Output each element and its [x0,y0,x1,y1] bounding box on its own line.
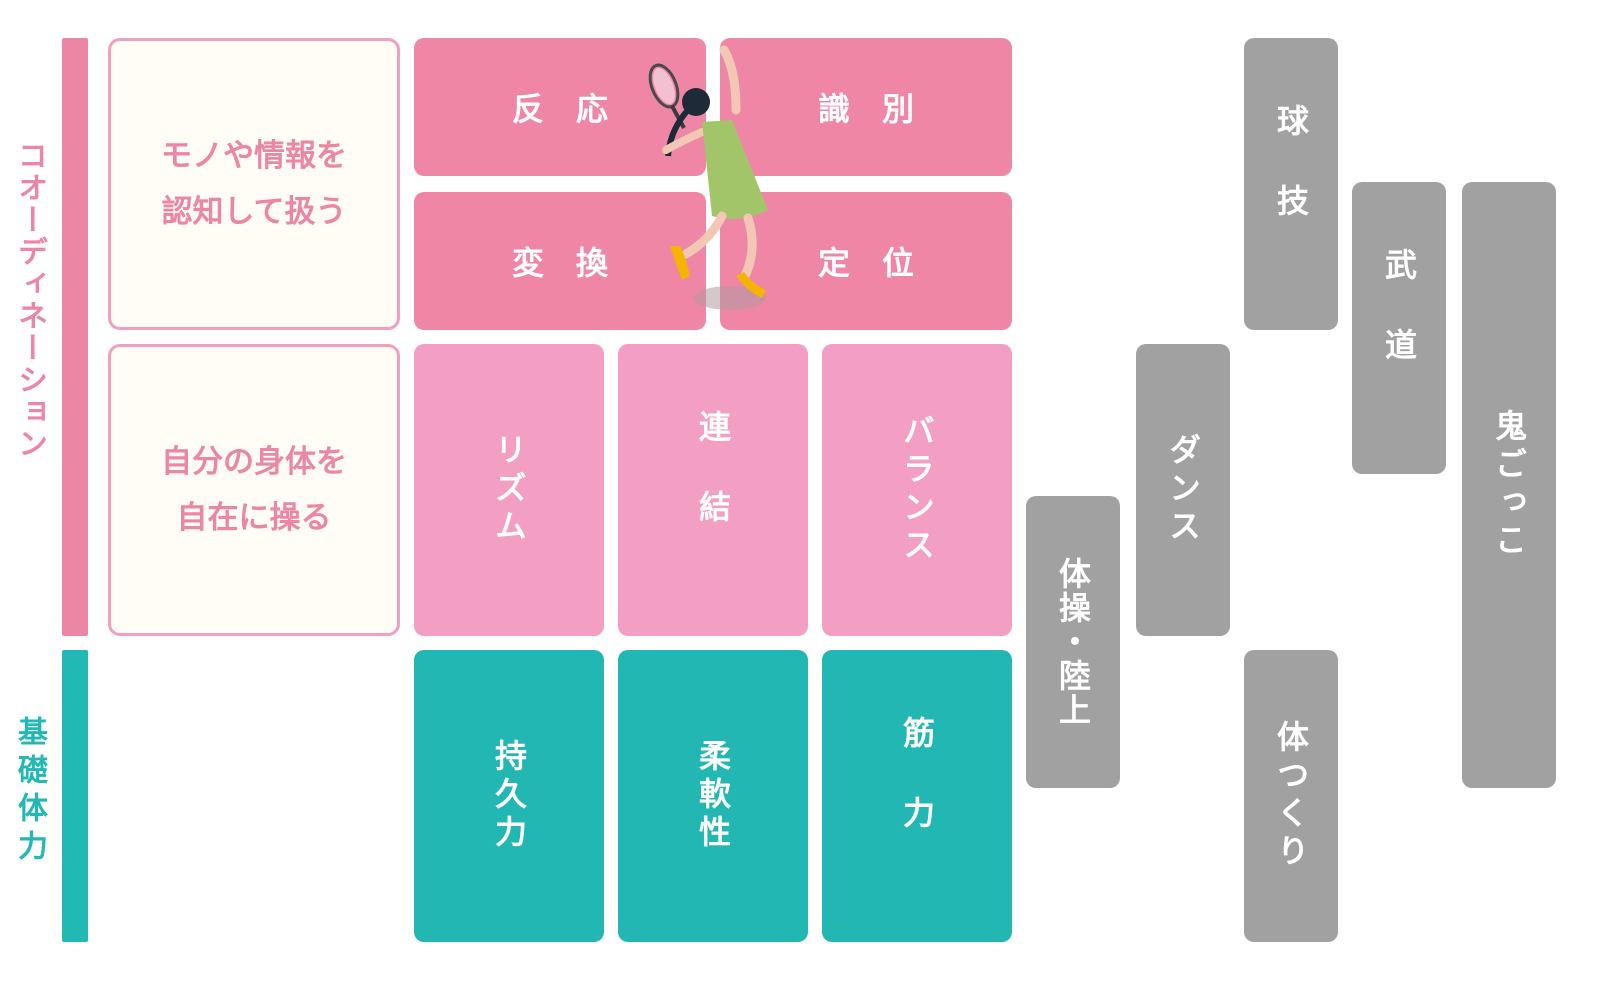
tile-rhythm[interactable]: リズム [414,344,604,636]
tile-flexibility[interactable]: 柔軟性 [618,650,808,942]
category-info-box: モノや情報を 認知して扱う [108,38,400,330]
coordination-label: コオーディネーション [12,140,47,460]
activity-martial-arts-label: 武道 [1380,248,1418,408]
activity-gymnastics[interactable]: 体操・陸上 [1026,496,1120,788]
tile-endurance-label: 持久力 [490,739,528,853]
tile-strength-label: 筋力 [898,716,936,876]
tile-strength[interactable]: 筋力 [822,650,1012,942]
tile-reaction-label: 反応 [511,90,640,128]
tile-linking[interactable]: 連結 [618,344,808,636]
tile-identification[interactable]: 識別 [720,38,1012,176]
activity-tag[interactable]: 鬼ごっこ [1462,182,1556,788]
tile-linking-label: 連結 [694,410,732,570]
basic-fitness-bar [62,650,88,942]
activity-dance[interactable]: ダンス [1136,344,1230,636]
activity-martial-arts[interactable]: 武道 [1352,182,1446,474]
tile-flexibility-label: 柔軟性 [694,739,732,853]
basic-fitness-label: 基礎体力 [12,716,47,868]
activity-ball-games[interactable]: 球技 [1244,38,1338,330]
category-body-box: 自分の身体を 自在に操る [108,344,400,636]
tile-positioning[interactable]: 定位 [720,192,1012,330]
tile-identification-label: 識別 [817,90,946,128]
tile-conversion-label: 変換 [511,244,640,282]
shadow-shape [694,286,766,310]
activity-body-building[interactable]: 体つくり [1244,650,1338,942]
tile-positioning-label: 定位 [817,244,946,282]
tile-conversion[interactable]: 変換 [414,192,706,330]
category-info-text: モノや情報を 認知して扱う [161,138,347,230]
activity-tag-label: 鬼ごっこ [1490,409,1528,561]
tennis-player-illustration [648,45,768,310]
tile-reaction[interactable]: 反応 [414,38,706,176]
tile-rhythm-label: リズム [490,433,528,547]
tile-balance-label: バランス [898,414,936,566]
coordination-bar [62,38,88,636]
activity-body-building-label: 体つくり [1272,720,1310,872]
activity-dance-label: ダンス [1164,433,1202,547]
racket-icon [648,63,686,129]
tile-balance[interactable]: バランス [822,344,1012,636]
activity-gymnastics-label: 体操・陸上 [1054,557,1092,727]
tile-endurance[interactable]: 持久力 [414,650,604,942]
category-body-text: 自分の身体を 自在に操る [161,444,347,536]
activity-ball-games-label: 球技 [1272,104,1310,264]
